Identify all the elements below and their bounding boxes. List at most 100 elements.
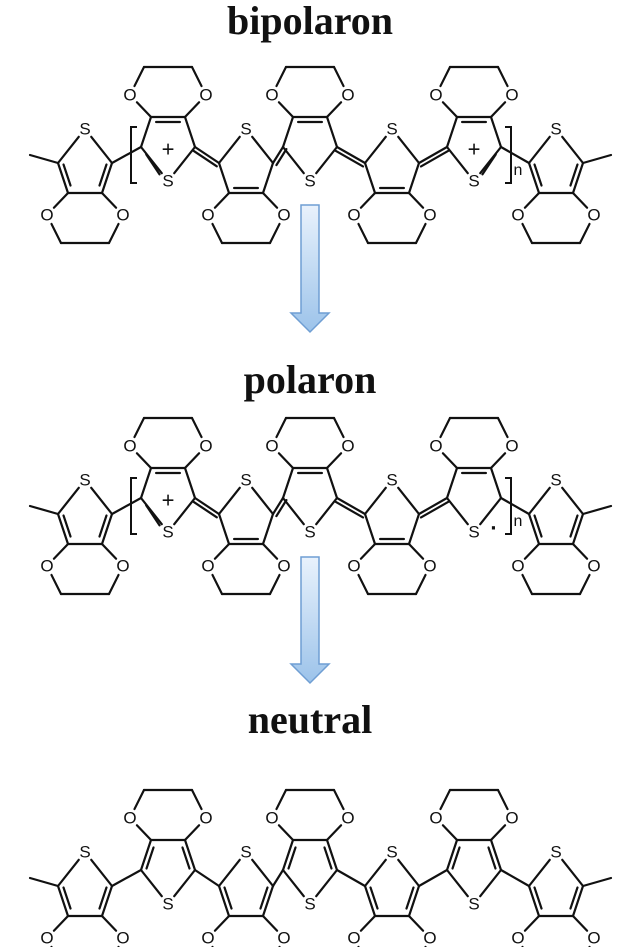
oxygen-atom: O bbox=[429, 809, 442, 828]
sulfur-atom: S bbox=[304, 895, 315, 914]
ether-bond bbox=[183, 824, 201, 842]
ring-bond bbox=[90, 135, 114, 165]
oxygen-atom: O bbox=[199, 437, 212, 456]
ring-bond bbox=[445, 115, 459, 149]
exocyclic-double-bond bbox=[275, 148, 288, 167]
ether-bond bbox=[100, 191, 118, 209]
ring-bond bbox=[217, 884, 231, 918]
oxygen-atom: O bbox=[199, 86, 212, 105]
methyl-bond bbox=[581, 504, 613, 516]
ring-bond bbox=[251, 135, 275, 165]
ring-double-bond bbox=[223, 886, 233, 910]
ring-bond bbox=[217, 135, 241, 165]
ring-double-bond bbox=[569, 886, 579, 910]
ether-bond bbox=[407, 191, 425, 209]
ethylene-bond bbox=[414, 573, 427, 596]
inter-ring-bond bbox=[110, 145, 143, 165]
sulfur-atom: S bbox=[240, 120, 251, 139]
ethylene-bond bbox=[332, 788, 345, 811]
ethylene-bond bbox=[275, 65, 288, 88]
ring-bond bbox=[561, 135, 585, 165]
ethylene-bond bbox=[414, 222, 427, 245]
ether-bond bbox=[571, 191, 589, 209]
ring-bond bbox=[56, 512, 70, 546]
ring-bond bbox=[100, 512, 114, 546]
ring-bond bbox=[56, 135, 80, 165]
ring-bond bbox=[281, 838, 295, 872]
ring-bond bbox=[527, 858, 551, 888]
ethylene-bond bbox=[332, 65, 345, 88]
ethylene-bond bbox=[357, 573, 370, 596]
sulfur-atom: S bbox=[468, 523, 479, 542]
ring-bond bbox=[325, 466, 339, 500]
ring-bond bbox=[479, 496, 503, 526]
ethylene-bond bbox=[211, 573, 224, 596]
ring-bond bbox=[56, 884, 70, 918]
down-arrow-bipolaron-to-polaron bbox=[289, 204, 331, 334]
sulfur-atom: S bbox=[304, 172, 315, 191]
ether-bond bbox=[571, 914, 589, 932]
ether-bond bbox=[52, 191, 70, 209]
sulfur-atom: S bbox=[162, 895, 173, 914]
ring-double-bond bbox=[569, 514, 579, 538]
sulfonium-double-bond bbox=[145, 504, 161, 527]
ethylene-bond bbox=[107, 222, 120, 245]
ethylene-bond bbox=[211, 222, 224, 245]
ring-bond bbox=[139, 115, 153, 149]
ether-bond bbox=[135, 824, 153, 842]
ethylene-bond bbox=[439, 788, 452, 811]
ring-double-bond bbox=[62, 886, 72, 910]
sulfur-atom: S bbox=[386, 471, 397, 490]
sulfur-atom: S bbox=[550, 120, 561, 139]
oxygen-atom: O bbox=[116, 557, 129, 576]
oxygen-atom: O bbox=[265, 809, 278, 828]
ring-bond bbox=[363, 512, 377, 546]
inter-ring-bond bbox=[335, 496, 367, 516]
ring-bond bbox=[139, 496, 163, 526]
ethylene-bond bbox=[107, 573, 120, 596]
ring-bond bbox=[90, 858, 114, 888]
ring-bond bbox=[561, 486, 585, 516]
ethylene-bond bbox=[275, 788, 288, 811]
sulfur-atom: S bbox=[386, 120, 397, 139]
ring-bond bbox=[527, 135, 551, 165]
ring-bond bbox=[561, 858, 585, 888]
oxygen-atom: O bbox=[587, 929, 600, 947]
ring-bond bbox=[479, 868, 503, 898]
ring-double-bond bbox=[98, 514, 108, 538]
positive-charge: + bbox=[162, 488, 175, 513]
inter-ring-bond bbox=[335, 145, 367, 165]
ring-bond bbox=[139, 838, 153, 872]
ring-bond bbox=[183, 838, 197, 872]
ring-bond bbox=[325, 838, 339, 872]
positive-charge: + bbox=[468, 137, 481, 162]
sulfur-atom: S bbox=[79, 843, 90, 862]
methyl-bond bbox=[581, 876, 613, 888]
bipolaron-title: bipolaron bbox=[227, 0, 393, 43]
ethylene-bond bbox=[268, 573, 281, 596]
ring-bond bbox=[281, 145, 305, 175]
methyl-bond bbox=[28, 504, 60, 516]
ring-bond bbox=[489, 466, 503, 500]
ring-double-bond bbox=[98, 886, 108, 910]
sulfur-atom: S bbox=[240, 843, 251, 862]
oxygen-atom: O bbox=[265, 437, 278, 456]
ring-bond bbox=[571, 884, 585, 918]
ring-bond bbox=[139, 868, 163, 898]
ethylene-bond bbox=[496, 65, 509, 88]
oxygen-atom: O bbox=[511, 206, 524, 225]
polaron-title: polaron bbox=[244, 357, 377, 402]
ring-bond bbox=[139, 145, 163, 175]
ethylene-bond bbox=[357, 222, 370, 245]
sulfur-atom: S bbox=[162, 172, 173, 191]
sulfur-atom: S bbox=[550, 843, 561, 862]
ring-double-bond bbox=[287, 846, 297, 870]
ring-bond bbox=[139, 466, 153, 500]
ring-double-bond bbox=[487, 846, 497, 870]
repeat-bracket-right bbox=[505, 477, 512, 535]
ether-bond bbox=[213, 542, 231, 560]
inter-ring-bond bbox=[417, 496, 449, 516]
